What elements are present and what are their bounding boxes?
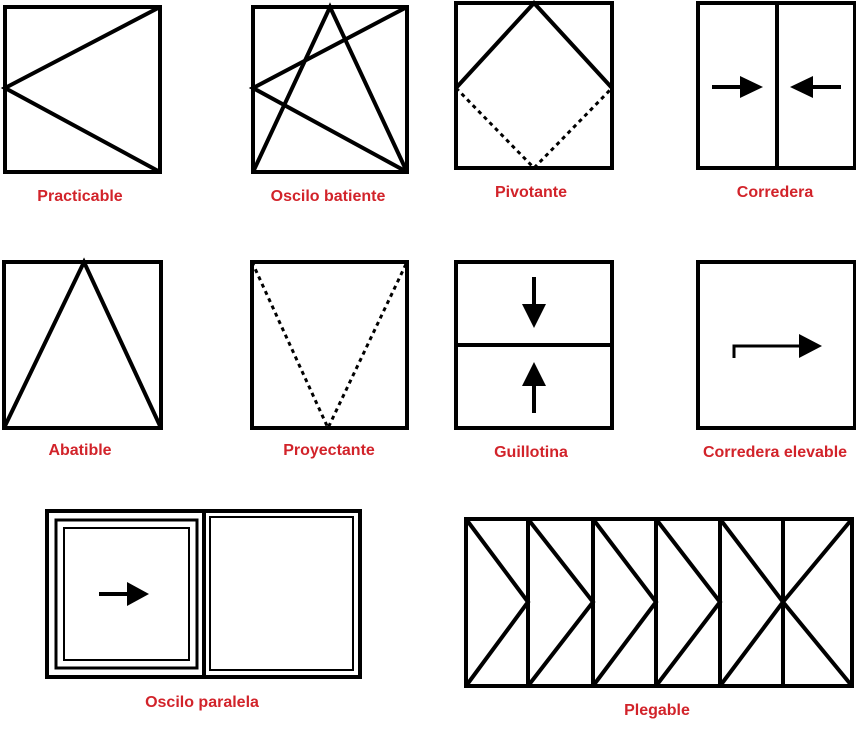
plegable-fold-1 [464, 517, 531, 688]
plegable-fold-6 [780, 517, 854, 688]
pivotante-solid-lines [454, 0, 614, 90]
symbol-guillotina [454, 260, 614, 430]
symbol-oscilo-paralela [45, 509, 362, 679]
arrow-up-icon [522, 362, 546, 386]
label-pivotante: Pivotante [494, 184, 568, 201]
oscilo-batiente-side-lines [248, 5, 408, 174]
label-corredera-elevable: Corredera elevable [702, 444, 848, 461]
abatible-frame [2, 260, 163, 430]
label-plegable: Plegable [624, 702, 690, 719]
symbol-abatible [2, 257, 163, 430]
proyectante-frame [250, 260, 409, 430]
arrow-right-lift-icon [799, 334, 822, 358]
oscilo-paralela-right-glass [209, 516, 354, 671]
symbol-plegable [464, 517, 854, 688]
plegable-fold-3 [591, 517, 659, 688]
oscilo-batiente-top-lines [251, 2, 409, 173]
label-proyectante: Proyectante [283, 442, 375, 459]
arrow-down-icon [522, 304, 546, 328]
pivotante-dashed-lines [454, 86, 614, 171]
plegable-frame [464, 517, 854, 688]
symbol-corredera-elevable [696, 260, 856, 430]
symbol-oscilo-batiente [248, 2, 409, 174]
arrow-right-icon [740, 76, 763, 98]
practicable-frame [3, 5, 162, 174]
plegable-fold-5 [718, 517, 786, 688]
corredera-elevable-frame [696, 260, 856, 430]
arrow-right-parallel-icon [127, 582, 149, 606]
oscilo-batiente-frame [251, 5, 409, 174]
plegable-fold-4 [654, 517, 723, 688]
symbol-practicable [0, 5, 162, 174]
corredera-elevable-arrow-shaft [732, 344, 802, 358]
label-abatible: Abatible [48, 442, 112, 459]
oscilo-paralela-left-glass [63, 527, 190, 661]
symbol-pivotante [454, 0, 614, 171]
label-corredera: Corredera [736, 184, 814, 201]
oscilo-paralela-left-sash [54, 518, 199, 670]
label-guillotina: Guillotina [494, 444, 568, 461]
practicable-opening-lines [0, 5, 161, 174]
abatible-opening-lines [2, 257, 163, 429]
proyectante-dashed-lines [250, 261, 409, 432]
arrow-left-icon [790, 76, 813, 98]
label-oscilo-paralela: Oscilo paralela [145, 694, 259, 711]
symbol-corredera [696, 1, 856, 170]
symbol-proyectante [250, 260, 409, 432]
plegable-fold-2 [526, 517, 596, 688]
label-practicable: Practicable [37, 188, 123, 205]
label-oscilo-batiente: Oscilo batiente [270, 188, 386, 205]
pivotante-frame [454, 1, 614, 170]
